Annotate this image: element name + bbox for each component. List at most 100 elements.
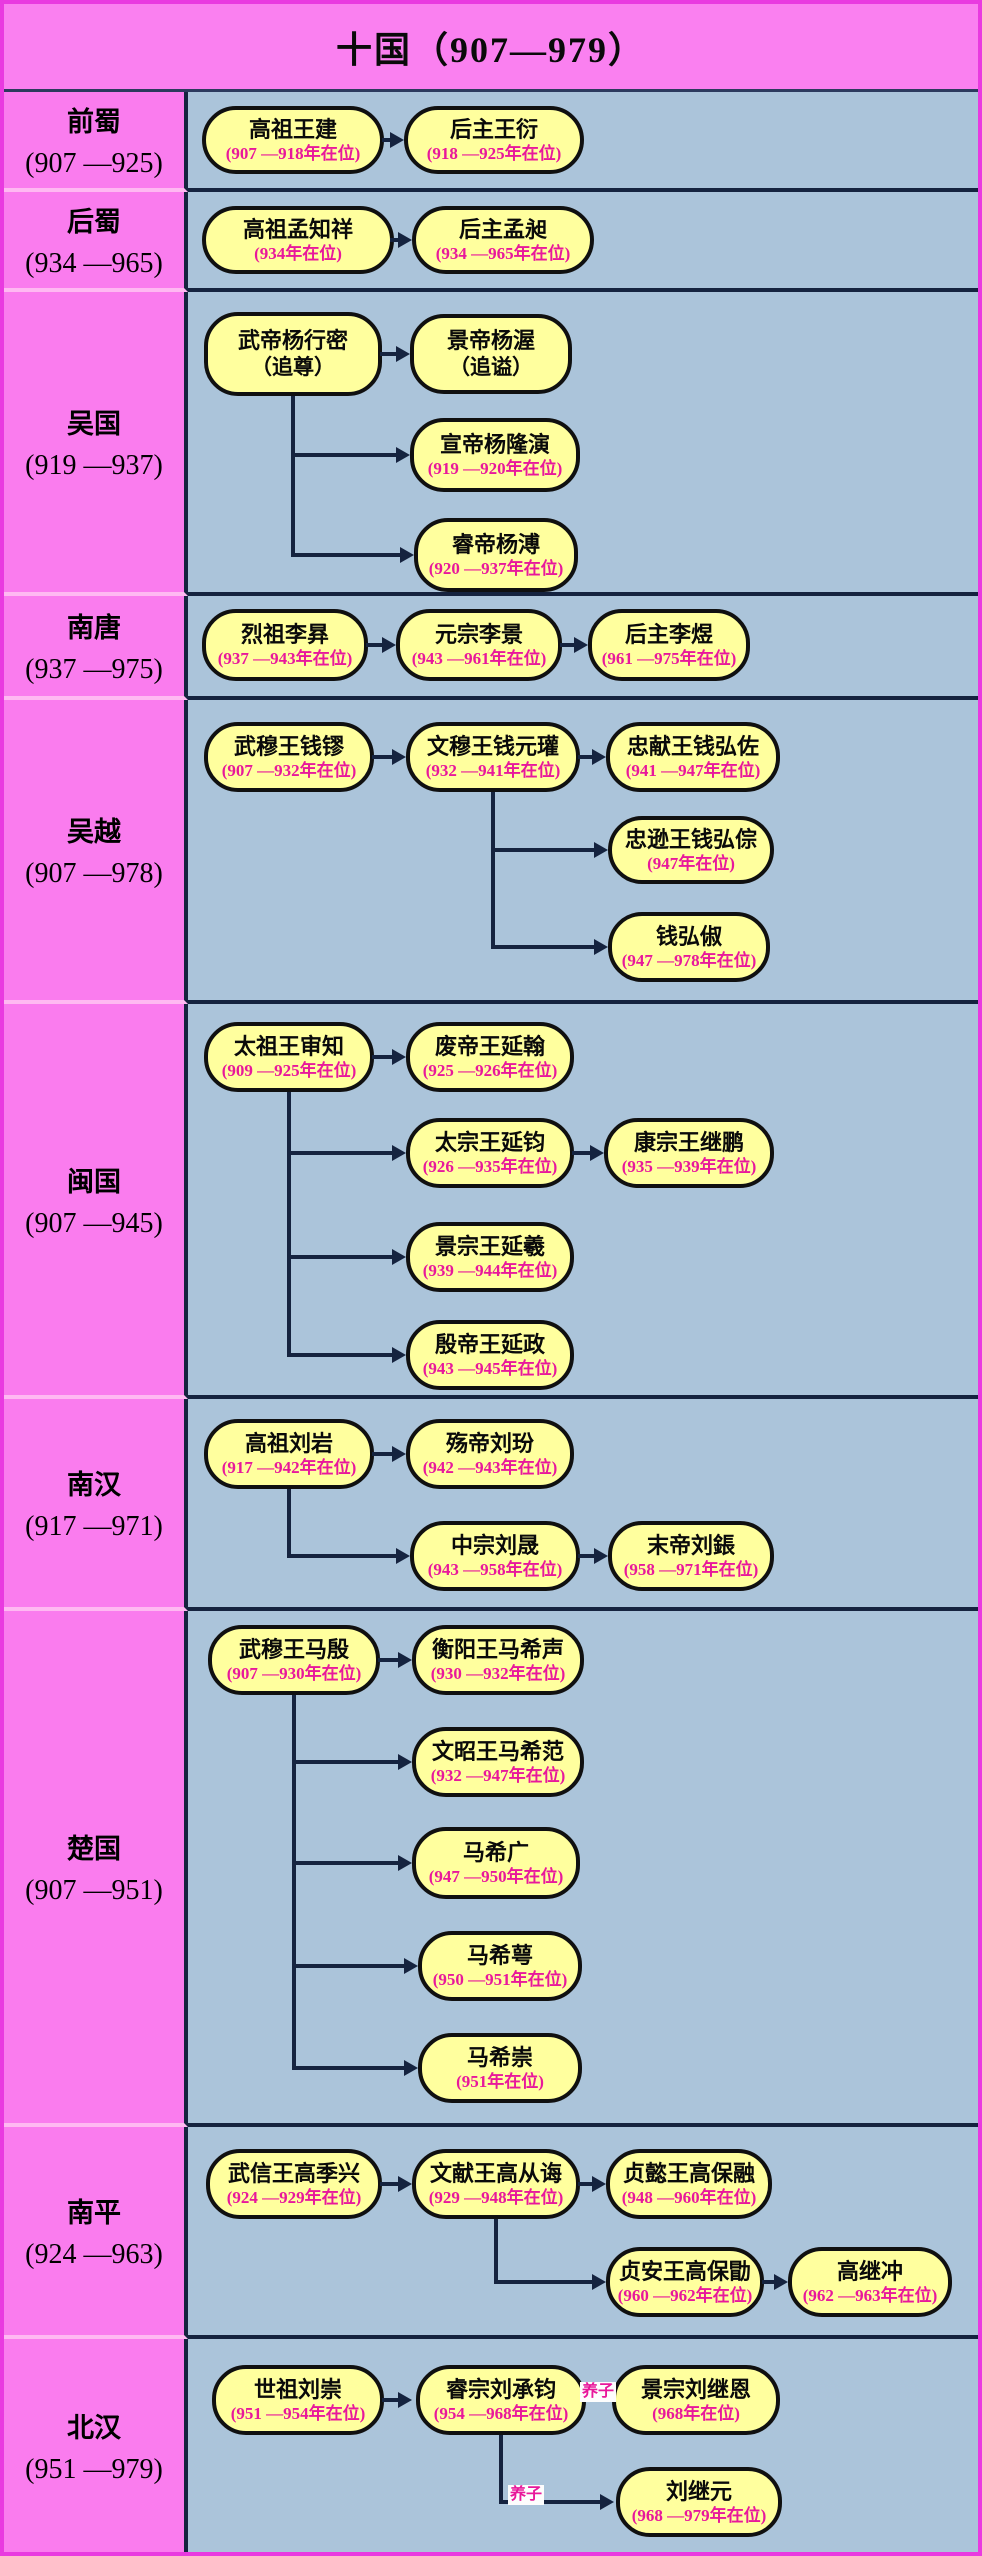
- ruler-node: 景帝杨渥 （追谥）: [410, 314, 572, 394]
- lineage-canvas: 高祖刘岩 (917 —942年在位) 殇帝刘玢 (942 —943年在位) 中宗…: [188, 1399, 978, 1611]
- ruler-name: 武帝杨行密: [237, 327, 348, 353]
- connector-line: [560, 643, 576, 647]
- ruler-node: 世祖刘崇 (951 —954年在位): [212, 2365, 384, 2435]
- kingdom-label: 后蜀 (934 —965): [4, 192, 188, 292]
- arrow-head-icon: [392, 1049, 406, 1065]
- connector-line: [578, 1554, 596, 1558]
- ruler-node: 文昭王马希范 (932 —947年在位): [412, 1727, 584, 1797]
- kingdom-name: 北汉: [67, 2412, 121, 2443]
- ruler-node: 刘继元 (968 —979年在位): [616, 2467, 782, 2537]
- ruler-name: 忠献王钱弘佐: [626, 733, 759, 759]
- ruler-name: 元宗李景: [434, 621, 523, 647]
- arrow-head-icon: [398, 2176, 412, 2192]
- arrow-head-icon: [592, 2176, 606, 2192]
- chart-title: 十国（907—979）: [335, 29, 646, 70]
- ruler-node: 殇帝刘玢 (942 —943年在位): [406, 1419, 574, 1489]
- connector-line: [494, 2280, 592, 2284]
- lineage-canvas: 世祖刘崇 (951 —954年在位) 睿宗刘承钧 (954 —968年在位) 景…: [188, 2339, 978, 2552]
- ruler-name: 睿宗刘承钧: [445, 2376, 556, 2402]
- connector-line: [287, 1353, 394, 1357]
- connector-line: [578, 755, 594, 759]
- ruler-name: 武穆王马殷: [238, 1636, 349, 1662]
- ruler-node: 武帝杨行密 （追尊）: [204, 312, 382, 396]
- connector-line: [292, 1861, 400, 1865]
- ruler-reign: (951 —954年在位): [230, 2404, 366, 2424]
- connector-line: [366, 643, 384, 647]
- ruler-node: 元宗李景 (943 —961年在位): [396, 609, 562, 681]
- kingdom-label: 南汉 (917 —971): [4, 1399, 188, 1611]
- kingdom-row-qianshu: 前蜀 (907 —925) 高祖王建 (907 —918年在位) 后主王衍 (9…: [4, 92, 978, 192]
- kingdom-row-beihan: 北汉 (951 —979) 世祖刘崇 (951 —954年在位) 睿宗刘承钧 (…: [4, 2339, 978, 2552]
- kingdom-row-nantang: 南唐 (937 —975) 烈祖李昪 (937 —943年在位) 元宗李景 (9…: [4, 596, 978, 700]
- kingdom-name: 吴越: [67, 817, 121, 847]
- ruler-node: 殷帝王延政 (943 —945年在位): [406, 1320, 574, 1390]
- ruler-node: 高祖孟知祥 (934年在位): [202, 206, 394, 274]
- ruler-reign: (917 —942年在位): [221, 1458, 357, 1478]
- connector-line: [499, 2435, 503, 2504]
- ruler-name: 景帝杨渥: [446, 327, 535, 353]
- ruler-reign: (926 —935年在位): [422, 1157, 558, 1177]
- ruler-node: 宣帝杨隆演 (919 —920年在位): [410, 418, 580, 492]
- ruler-name: 末帝刘鋹: [646, 1532, 735, 1558]
- kingdom-row-houshu: 后蜀 (934 —965) 高祖孟知祥 (934年在位) 后主孟昶 (934 —…: [4, 192, 978, 292]
- kingdom-years: (907 —945): [25, 1207, 163, 1239]
- arrow-head-icon: [392, 1249, 406, 1265]
- ruler-node: 烈祖李昪 (937 —943年在位): [202, 609, 368, 681]
- ruler-node: 马希广 (947 —950年在位): [412, 1827, 580, 1899]
- ruler-reign: (962 —963年在位): [802, 2286, 938, 2306]
- ruler-name: 高祖王建: [248, 116, 337, 142]
- ruler-reign: (948 —960年在位): [621, 2188, 757, 2208]
- ruler-reign: (939 —944年在位): [422, 1261, 558, 1281]
- kingdom-years: (951 —979): [25, 2453, 163, 2485]
- ruler-reign: (934年在位): [254, 244, 342, 264]
- arrow-head-icon: [590, 1145, 604, 1161]
- ruler-reign: (968 —979年在位): [631, 2506, 767, 2526]
- lineage-canvas: 武穆王马殷 (907 —930年在位) 衡阳王马希声 (930 —932年在位)…: [188, 1611, 978, 2127]
- arrow-head-icon: [594, 1548, 608, 1564]
- kingdom-label: 南平 (924 —963): [4, 2127, 188, 2339]
- connector-line: [390, 238, 400, 242]
- connector-line: [292, 2066, 406, 2070]
- connector-line: [380, 352, 398, 356]
- ruler-name: 景宗刘继恩: [640, 2376, 751, 2402]
- kingdom-label: 前蜀 (907 —925): [4, 92, 188, 192]
- ruler-node: 后主孟昶 (934 —965年在位): [412, 206, 594, 274]
- ruler-name: 高祖刘岩: [244, 1430, 333, 1456]
- kingdom-row-nanping: 南平 (924 —963) 武信王高季兴 (924 —929年在位) 文献王高从…: [4, 2127, 978, 2339]
- ruler-reign: (954 —968年在位): [433, 2404, 569, 2424]
- lineage-canvas: 武穆王钱镠 (907 —932年在位) 文穆王钱元瓘 (932 —941年在位)…: [188, 700, 978, 1004]
- kingdom-row-wuyue: 吴越 (907 —978) 武穆王钱镠 (907 —932年在位) 文穆王钱元瓘…: [4, 700, 978, 1004]
- ruler-reign: (960 —962年在位): [617, 2286, 753, 2306]
- ruler-node: 钱弘俶 (947 —978年在位): [608, 912, 770, 982]
- connector-line: [372, 755, 394, 759]
- kingdom-name: 南平: [67, 2198, 121, 2228]
- kingdom-name: 楚国: [67, 1834, 121, 1864]
- arrow-head-icon: [396, 1548, 410, 1564]
- ruler-node: 中宗刘晟 (943 —958年在位): [410, 1521, 580, 1591]
- ruler-name: 后主王衍: [449, 116, 538, 142]
- adopted-son-label: 养子: [580, 2382, 617, 2402]
- ruler-node: 高祖王建 (907 —918年在位): [202, 106, 384, 174]
- ruler-reign: (919 —920年在位): [427, 459, 563, 479]
- connector-line: [292, 1695, 296, 2070]
- ruler-reign: (947年在位): [647, 854, 735, 874]
- ruler-reign: (932 —947年在位): [430, 1766, 566, 1786]
- ruler-name: 殇帝刘玢: [445, 1430, 534, 1456]
- kingdom-years: (917 —971): [25, 1511, 163, 1542]
- connector-line: [494, 2219, 498, 2284]
- ruler-node: 末帝刘鋹 (958 —971年在位): [608, 1521, 774, 1591]
- connector-line: [291, 453, 398, 457]
- ruler-reign: (918 —925年在位): [426, 144, 562, 164]
- arrow-head-icon: [404, 2060, 418, 2076]
- connector-line: [291, 396, 295, 557]
- arrow-head-icon: [592, 749, 606, 765]
- arrow-head-icon: [600, 2494, 614, 2510]
- arrow-head-icon: [398, 1754, 412, 1770]
- ruler-reign: (924 —929年在位): [226, 2188, 362, 2208]
- kingdom-name: 前蜀: [67, 107, 121, 137]
- arrow-head-icon: [392, 1347, 406, 1363]
- connector-line: [762, 2280, 774, 2284]
- kingdom-row-min: 闽国 (907 —945) 太祖王审知 (909 —925年在位) 废帝王延翰 …: [4, 1004, 978, 1399]
- ruler-name: 高继冲: [836, 2258, 903, 2284]
- ruler-name: 后主李煜: [624, 621, 713, 647]
